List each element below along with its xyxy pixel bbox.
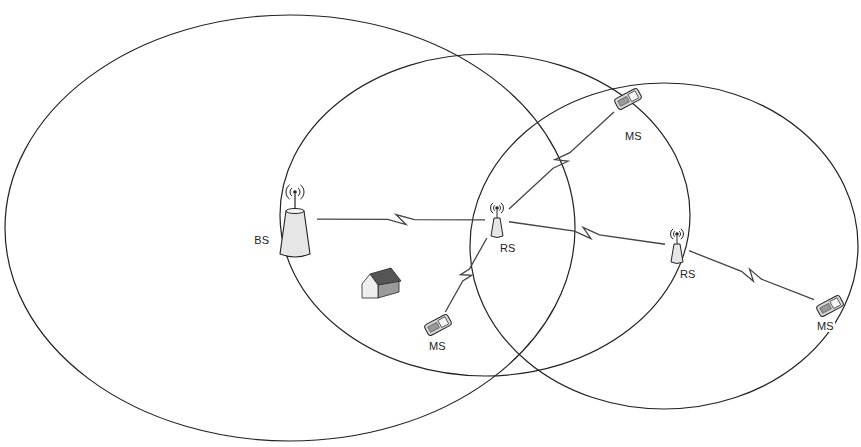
mobile-station: MS (422, 312, 454, 338)
mobile-station-icon (424, 314, 453, 337)
wireless-link (509, 112, 614, 209)
phone-body (614, 88, 643, 111)
radio-wave (501, 203, 504, 213)
radio-wave (491, 203, 494, 213)
wireless-link (509, 222, 665, 245)
radio-wave (286, 185, 290, 199)
mobile-station-symbol (612, 86, 644, 112)
antenna-tip (293, 190, 297, 194)
relay-station-symbol (485, 202, 509, 238)
antenna-tip (675, 232, 679, 236)
base-station-symbol (273, 180, 317, 258)
mobile-station-icon (816, 295, 845, 318)
coverage-area (280, 54, 690, 376)
radio-wave (679, 231, 680, 237)
radio-wave (671, 229, 674, 239)
mobile-station: MS (612, 86, 644, 112)
phone-screen (830, 298, 841, 309)
tower-body (280, 211, 310, 257)
radio-wave (290, 188, 292, 196)
mobile-station-symbol (422, 312, 454, 338)
mobile-station: MS (814, 293, 846, 319)
station-label: BS (253, 234, 270, 246)
tower-body (671, 244, 683, 264)
house-front (362, 274, 378, 298)
radio-wave (674, 231, 675, 237)
relay-station: RS (665, 228, 689, 264)
radio-wave (494, 205, 495, 211)
radio-wave (300, 185, 304, 199)
tower-top (286, 209, 304, 214)
wireless-link (689, 251, 814, 300)
phone-body (424, 314, 453, 337)
mobile-station-symbol (814, 293, 846, 319)
antenna-tip (495, 206, 499, 210)
tower-body (491, 218, 503, 238)
coverage-area (5, 15, 575, 441)
phone-screen (628, 91, 639, 102)
relay-station: RS (485, 202, 509, 238)
relay-station-icon (671, 229, 684, 264)
wireless-link (445, 238, 487, 312)
antenna-mast (497, 210, 498, 218)
house-obstacle (362, 268, 401, 298)
radio-wave (499, 205, 500, 211)
station-label: RS (679, 268, 696, 280)
wireless-link (317, 215, 485, 225)
station-label: RS (499, 242, 516, 254)
phone-case (816, 295, 845, 318)
phone-case (424, 314, 453, 337)
phone-keypad (428, 322, 440, 332)
phone-screen (438, 317, 449, 328)
station-label: MS (816, 320, 835, 332)
base-station: BS (273, 180, 317, 258)
phone-keypad (820, 303, 832, 313)
relay-station-symbol (665, 228, 689, 264)
base-station-icon (280, 185, 310, 257)
radio-wave (298, 188, 300, 196)
radio-wave (681, 229, 684, 239)
phone-keypad (618, 96, 630, 106)
phone-case (614, 88, 643, 111)
antenna-mast (677, 236, 678, 244)
phone-body (816, 295, 845, 318)
coverage-area (470, 83, 858, 409)
mobile-station-icon (614, 88, 643, 111)
station-label: MS (428, 340, 447, 352)
station-label: MS (624, 130, 643, 142)
relay-station-icon (491, 203, 504, 238)
